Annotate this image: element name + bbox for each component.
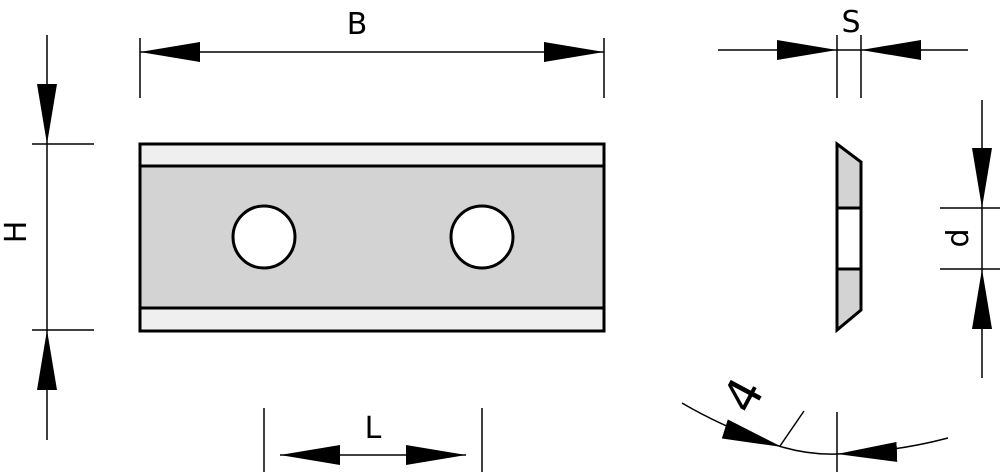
front-view	[138, 142, 606, 333]
dimension-angle-label: 4	[712, 369, 776, 422]
top-bevel-strip	[138, 142, 606, 168]
knife-body	[138, 142, 606, 333]
dimension-angle: 4	[681, 369, 949, 472]
dimension-h-label: H	[0, 221, 34, 244]
angle-arc-left	[681, 402, 783, 448]
mounting-hole-left	[231, 204, 297, 270]
dimension-d: d	[940, 100, 1000, 378]
dimension-s-label: S	[841, 5, 860, 40]
dimension-l: L	[263, 408, 483, 472]
side-hole-band	[835, 206, 863, 271]
dimension-h: H	[0, 35, 94, 440]
dimension-b: B	[139, 7, 605, 98]
dimension-d-label: d	[941, 228, 976, 247]
dimension-s: S	[718, 5, 968, 98]
angle-arc-right	[836, 437, 949, 462]
mounting-hole-right	[449, 204, 515, 270]
side-view	[835, 141, 863, 334]
dimension-l-label: L	[365, 411, 382, 446]
dimension-b-label: B	[347, 7, 368, 42]
bottom-bevel-strip	[138, 306, 606, 333]
